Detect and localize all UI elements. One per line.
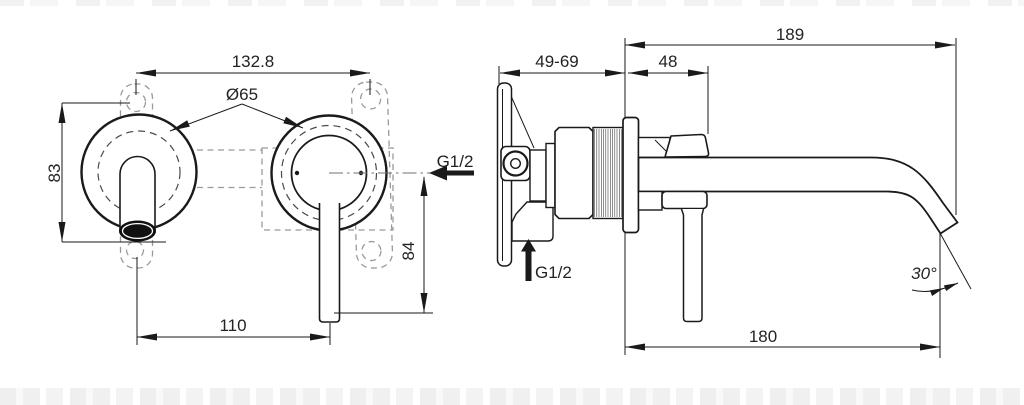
dim-spout-reach: 180 — [624, 232, 941, 358]
handle-base — [661, 190, 708, 210]
dim-depth-range: 49-69 — [498, 52, 625, 84]
front-view: 132.8 Ø65 83 110 — [45, 52, 474, 345]
side-view: 49-69 48 189 180 — [496, 25, 972, 358]
wall-flange — [622, 116, 640, 234]
dim-spout-handle-spacing: 110 — [136, 257, 331, 345]
dim-handle-projection-label: 48 — [659, 52, 678, 71]
screw-dot-left — [294, 170, 300, 176]
valve-cartridge — [529, 116, 640, 234]
dim-handle-drop: 84 — [334, 176, 433, 314]
mounting-plate-side — [496, 82, 554, 267]
inlet-arrow-front — [429, 165, 447, 181]
dim-spout-angle: 30° — [911, 232, 972, 296]
dim-escutcheon-diameter: Ø65 — [169, 85, 304, 132]
cartridge-cylinder — [554, 126, 594, 220]
lever-knuckle — [663, 133, 710, 158]
dim-handle-projection: 48 — [624, 38, 709, 134]
dim-escutcheon-diameter-label: Ø65 — [226, 85, 258, 104]
handle-escutcheon-front — [270, 114, 448, 323]
handle-lever-side — [680, 208, 705, 323]
dim-spout-reach-label: 180 — [749, 327, 777, 346]
spout-side — [637, 133, 959, 323]
dim-handle-drop-label: 84 — [399, 242, 418, 261]
dim-depth-range-label: 49-69 — [535, 52, 578, 71]
spout-front-outline — [119, 155, 156, 233]
dim-total-reach: 189 — [625, 25, 957, 215]
spout-escutcheon-front — [80, 113, 198, 242]
dim-height-label: 83 — [45, 164, 64, 183]
inlet-annotation-side: G1/2 — [521, 239, 572, 282]
spout-tube — [637, 156, 959, 235]
dim-hole-spacing: 132.8 — [135, 52, 371, 95]
dim-height: 83 — [45, 102, 166, 243]
inlet-arrow-side — [521, 239, 536, 252]
cropped-text-artifact-bottom — [0, 388, 1024, 405]
spout-outlet — [119, 220, 156, 242]
handle-lever-front — [318, 203, 341, 323]
dim-spout-angle-label: 30° — [911, 264, 937, 283]
valve-lower-body — [511, 201, 554, 242]
inlet-label-side: G1/2 — [535, 263, 572, 282]
dim-hole-spacing-label: 132.8 — [232, 52, 275, 71]
inlet-annotation-front: G1/2 — [429, 152, 474, 181]
dim-spout-handle-spacing-label: 110 — [219, 316, 246, 335]
dim-total-reach-label: 189 — [776, 25, 804, 44]
cropped-text-artifact-top — [0, 0, 1024, 6]
